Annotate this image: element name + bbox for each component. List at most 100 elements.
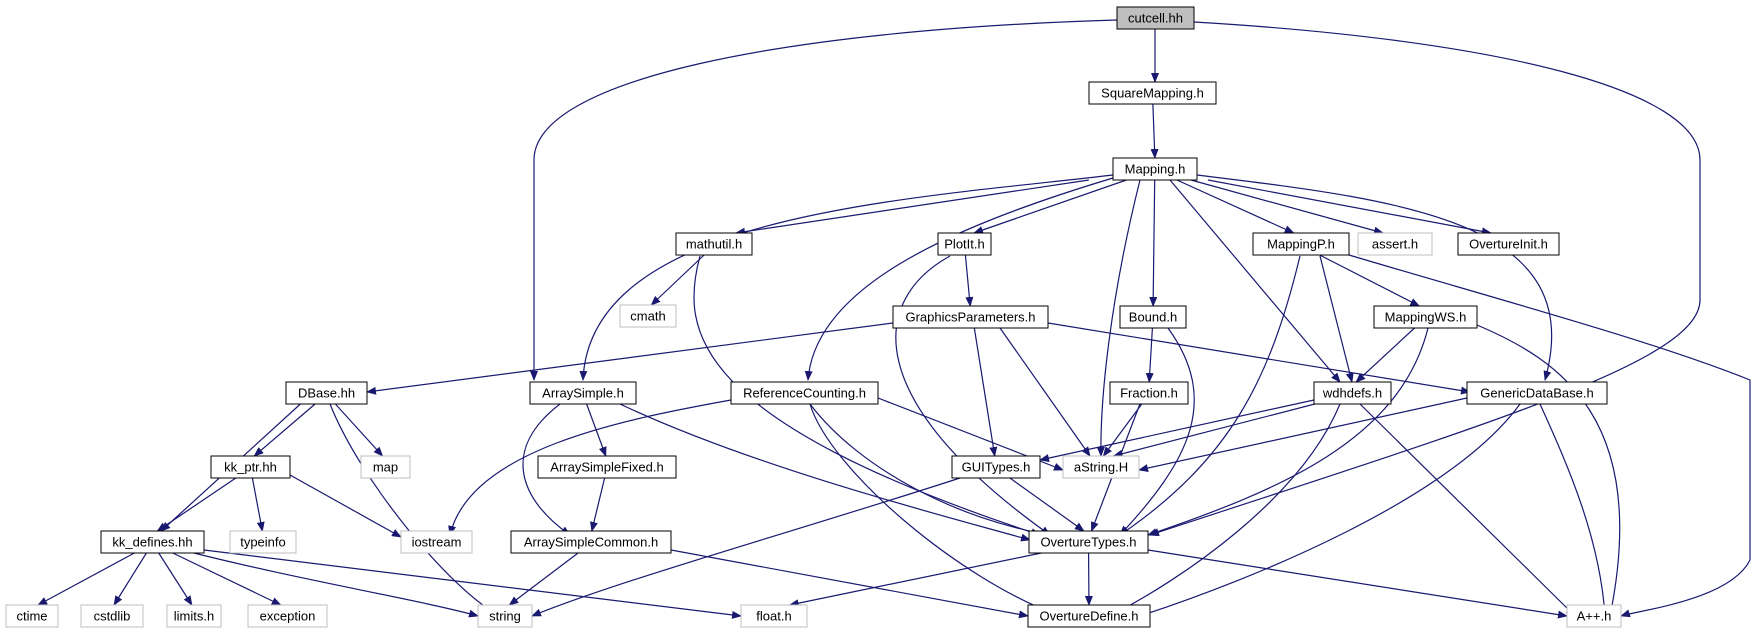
edge-wdhdefs-to-overturedefine xyxy=(1109,403,1341,617)
node-box xyxy=(1373,305,1478,329)
node-iostream[interactable]: iostream xyxy=(400,530,473,554)
node-plotit[interactable]: PlotIt.h xyxy=(937,232,992,256)
node-exception[interactable]: exception xyxy=(247,604,328,628)
node-astring[interactable]: aString.H xyxy=(1062,455,1140,479)
node-kkdefines[interactable]: kk_defines.hh xyxy=(100,530,205,554)
edge-graphicsparameters-to-genericdatabase xyxy=(1047,322,1471,395)
node-kkptr[interactable]: kk_ptr.hh xyxy=(210,455,291,479)
node-box xyxy=(229,530,297,554)
node-box xyxy=(1313,381,1392,405)
node-assert[interactable]: assert.h xyxy=(1357,232,1433,256)
node-floath[interactable]: float.h xyxy=(740,604,808,628)
node-limits[interactable]: limits.h xyxy=(166,604,222,628)
edge-dbase-to-kkptr xyxy=(253,403,316,457)
edge-dbase-to-map xyxy=(334,403,384,457)
edge-referencecounting-to-iostream xyxy=(448,399,732,536)
node-mathutil[interactable]: mathutil.h xyxy=(675,232,753,256)
node-arraysimple[interactable]: ArraySimple.h xyxy=(529,381,637,405)
edge-mapping-to-assert xyxy=(1190,179,1384,235)
node-typeinfo[interactable]: typeinfo xyxy=(229,530,297,554)
node-arraysimplecommon[interactable]: ArraySimpleCommon.h xyxy=(510,530,672,554)
node-overturedefine[interactable]: OvertureDefine.h xyxy=(1027,604,1151,628)
node-box xyxy=(1457,232,1560,256)
node-label: limits.h xyxy=(174,609,214,624)
node-squaremapping[interactable]: SquareMapping.h xyxy=(1088,81,1217,105)
node-overturetypes[interactable]: OvertureTypes.h xyxy=(1028,530,1149,554)
node-box xyxy=(1357,232,1433,256)
node-box xyxy=(1112,157,1198,181)
node-cmath[interactable]: cmath xyxy=(619,304,677,328)
edge-arraysimplecommon-to-overturedefine xyxy=(670,549,1029,619)
node-bound[interactable]: Bound.h xyxy=(1119,305,1187,329)
node-box xyxy=(951,455,1041,479)
node-box xyxy=(619,304,677,328)
node-label: OvertureDefine.h xyxy=(1040,609,1139,624)
edge-graphicsparameters-to-astring xyxy=(999,327,1091,457)
node-label: ArraySimpleCommon.h xyxy=(524,535,658,550)
edge-mathutil-to-overturetypes xyxy=(693,255,1041,536)
edge-kkptr-to-kkdefines xyxy=(156,477,237,532)
edge-guitypes-to-string xyxy=(531,477,961,617)
node-label: GenericDataBase.h xyxy=(1480,386,1593,401)
node-label: aString.H xyxy=(1074,460,1128,475)
edge-referencecounting-to-overturedefine xyxy=(809,403,1061,617)
node-cstdlib[interactable]: cstdlib xyxy=(80,604,144,628)
edge-arraysimplecommon-to-string xyxy=(508,552,579,606)
node-label: kk_ptr.hh xyxy=(224,460,277,475)
edge-fraction-to-astring xyxy=(1102,403,1143,457)
node-dbase[interactable]: DBase.hh xyxy=(285,381,368,405)
node-label: float.h xyxy=(756,609,791,624)
node-label: Mapping.h xyxy=(1125,162,1186,177)
node-wdhdefs[interactable]: wdhdefs.h xyxy=(1313,381,1392,405)
node-mapping[interactable]: Mapping.h xyxy=(1112,157,1198,181)
node-mappingws[interactable]: MappingWS.h xyxy=(1373,305,1478,329)
edge-mappingp-to-mappingws xyxy=(1319,254,1421,307)
node-box xyxy=(1062,455,1140,479)
node-box xyxy=(247,604,328,628)
node-mappingp[interactable]: MappingP.h xyxy=(1252,232,1350,256)
edge-mapping-to-overtureinit xyxy=(1207,179,1492,236)
node-fraction[interactable]: Fraction.h xyxy=(1109,381,1189,405)
node-box xyxy=(510,530,672,554)
node-guitypes[interactable]: GUITypes.h xyxy=(951,455,1041,479)
edge-mathutil-to-cmath xyxy=(650,254,705,306)
edge-mappingws-to-wdhdefs xyxy=(1355,327,1415,383)
edge-kkdefines-to-string xyxy=(189,551,479,618)
edge-genericdatabase-to-app xyxy=(1539,403,1609,617)
node-ctime[interactable]: ctime xyxy=(5,604,59,628)
node-app[interactable]: A++.h xyxy=(1566,604,1622,628)
node-genericdatabase[interactable]: GenericDataBase.h xyxy=(1466,381,1608,405)
node-map[interactable]: map xyxy=(360,455,411,479)
node-box xyxy=(1109,381,1189,405)
node-label: wdhdefs.h xyxy=(1322,386,1382,401)
edge-bound-to-fraction xyxy=(1145,327,1154,383)
node-cutcell[interactable]: cutcell.hh xyxy=(1116,6,1195,30)
node-label: OvertureInit.h xyxy=(1469,237,1548,252)
edge-mapping-to-mappingp xyxy=(1176,179,1295,234)
node-box xyxy=(892,305,1049,329)
node-referencecounting[interactable]: ReferenceCounting.h xyxy=(730,381,879,405)
edge-genericdatabase-to-astring xyxy=(1138,397,1468,472)
node-label: mathutil.h xyxy=(686,237,742,252)
edge-referencecounting-to-overturetypes xyxy=(809,403,1051,538)
node-graphicsparameters[interactable]: GraphicsParameters.h xyxy=(892,305,1049,329)
node-label: iostream xyxy=(412,535,462,550)
node-label: typeinfo xyxy=(240,535,286,550)
edge-kkdefines-to-exception xyxy=(172,552,282,606)
node-label: ReferenceCounting.h xyxy=(743,386,866,401)
edge-overturetypes-to-floath xyxy=(788,552,1042,608)
node-string[interactable]: string xyxy=(477,604,533,628)
edge-arraysimplefixed-to-arraysimplecommon xyxy=(590,477,606,532)
node-box xyxy=(1252,232,1350,256)
node-box xyxy=(1116,6,1195,30)
node-label: string xyxy=(489,609,521,624)
node-arraysimplefixed[interactable]: ArraySimpleFixed.h xyxy=(537,455,677,479)
node-label: PlotIt.h xyxy=(944,237,984,252)
edge-overturetypes-to-app xyxy=(1147,549,1568,619)
node-overtureinit[interactable]: OvertureInit.h xyxy=(1457,232,1560,256)
edge-dbase-to-string xyxy=(329,403,501,617)
node-label: cstdlib xyxy=(94,609,131,624)
node-label: A++.h xyxy=(1577,609,1612,624)
